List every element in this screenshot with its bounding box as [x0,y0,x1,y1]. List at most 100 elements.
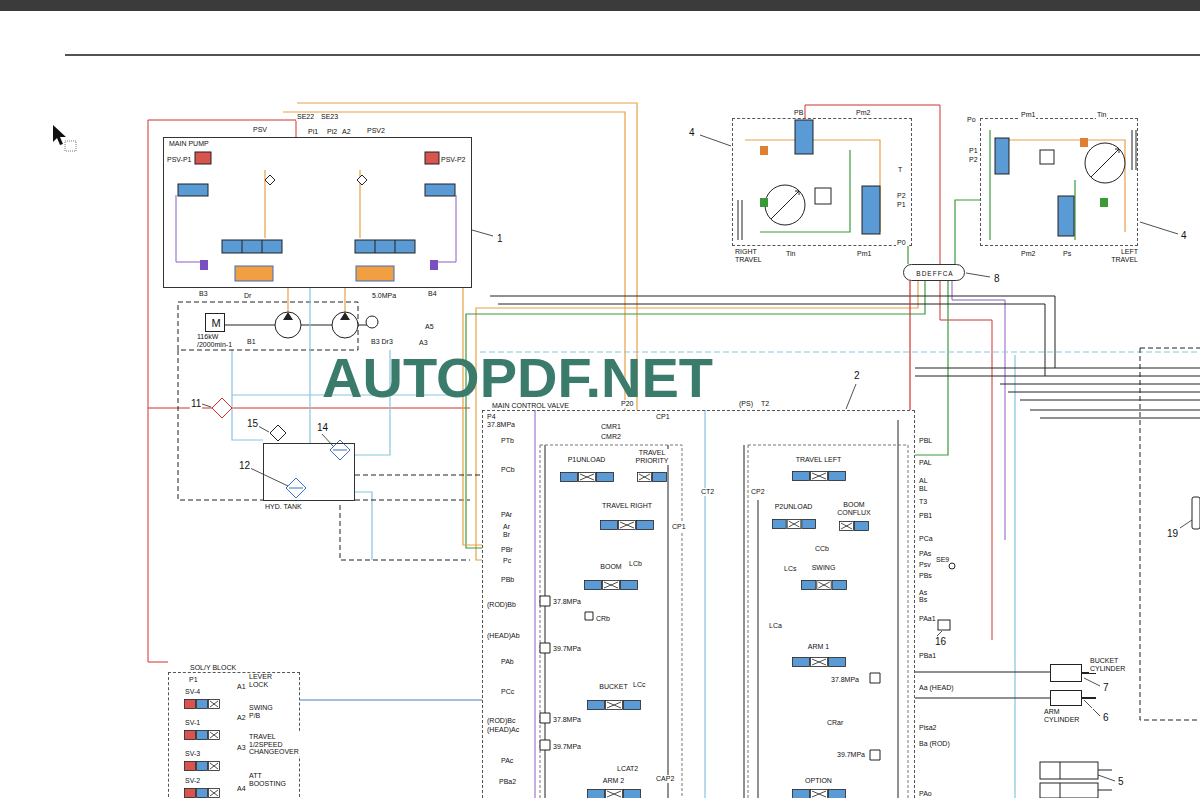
component-label: BOOM [599,563,622,571]
label-anchor: 37.8MPa [830,676,860,684]
label-anchor: Pisa2 [918,724,938,732]
text-anchor: M [210,317,221,330]
port-label: LEVER LOCK [248,673,276,688]
callout-number: 7 [1102,682,1110,693]
port-label: PSV [252,126,268,134]
label-anchor: 19 [1166,528,1179,539]
control-valve-symbol [425,184,455,196]
label-anchor: PAb [500,658,515,666]
text-anchor: TRAVEL RIGHT [601,502,653,510]
port-label: PAs [918,550,932,558]
port-label: P4 [486,413,497,421]
label-anchor: Pi2 [326,128,338,136]
text-anchor: BDEFFCA [915,270,954,277]
text-anchor: P2UNLOAD [774,503,814,511]
valve-cell [792,472,809,481]
port-label: PCb [500,466,516,474]
watermark: AUTOPDF.NET [322,350,713,406]
label-anchor: 4 [688,127,696,138]
text-anchor: ARM CYLINDER [1043,708,1093,724]
valve-cell [621,581,638,590]
label-anchor: P4 [486,413,497,421]
check-valve [265,175,367,185]
swivel-joint: BDEFFCA [903,264,965,281]
valve-cell [605,790,622,798]
port-label: P20 [620,400,634,408]
port-label: P1 [968,147,979,155]
component-label: SV-1 [184,719,201,727]
text-anchor: OPTION [804,777,833,785]
label-anchor: P1 [188,676,199,684]
port-label: PBb [500,576,515,584]
spool-symbol [587,700,641,710]
component-label: ARM CYLINDER [1043,708,1093,724]
label-anchor: PAc [500,757,514,765]
label-anchor: PCa [918,535,934,543]
label-anchor: PAr [500,511,513,519]
port-label: LCb [628,560,643,568]
component-label: TRAVEL LEFT [795,456,843,464]
label-anchor: 2 [853,370,861,381]
component-label: RIGHT TRAVEL [734,248,766,264]
port-label: Pm1 [1020,111,1036,119]
label-anchor: PBs [918,572,933,580]
port-label: CMR2 [600,433,622,441]
pilot-line [148,105,992,662]
travel-motor-box: RIGHT TRAVEL [732,118,912,246]
oil-cooler [212,398,232,418]
callout-number: 8 [993,273,1001,284]
port-label: Pc [502,557,512,565]
callout-number: 1 [496,233,504,244]
label-anchor: (ROD)Bc [486,717,516,725]
valve-cell [623,701,640,710]
port-label: LCc [632,681,646,689]
port-label: LCa [768,622,783,630]
solenoid-valve: SV-3 [184,750,230,771]
proportional-valve [195,152,211,164]
hydraulic-line [463,288,482,545]
label-anchor: P0 [896,239,907,247]
label-anchor: Pc [502,557,512,565]
control-valve-housing: P1UNLOADTRAVEL PRIORITY TRAVEL RIGHT BOOM B… [482,410,915,798]
valve-cell [787,520,801,529]
motor-valve [862,186,880,234]
label-anchor: PSV2 [366,127,386,135]
label-anchor: CP1 [655,413,671,421]
port-label: Pisa2 [918,724,938,732]
valve-cell [185,789,196,798]
motor-valve [795,120,813,154]
solenoid-valve: SV-2 [184,777,230,798]
valve-cell [810,658,827,667]
valve-cell [197,789,208,798]
spool-symbol [637,472,667,482]
label-anchor: A2 [341,128,352,136]
port-label: PB [793,109,804,117]
port-label: (HEAD)Ab [486,632,521,640]
label-anchor: AUTOPDF.NET [322,350,713,406]
port-label: LCs [783,565,797,573]
flow-cross [210,732,218,738]
spool-valve: P1UNLOAD [549,456,624,482]
port-label: AL [918,477,929,485]
label-anchor: Tin [785,250,796,258]
port-label: PBr [500,546,514,554]
port-label: Br [502,531,511,539]
label-anchor: Ar [502,523,511,531]
pressure-switch [938,620,950,630]
spool-valve: TRAVEL PRIORITY [629,449,675,482]
callout-number: 6 [1102,712,1110,723]
callout-number: 16 [934,636,947,647]
servo-piston [235,266,273,281]
motor-box: M [205,313,225,332]
component-label: P2UNLOAD [774,503,814,511]
port-label: Ba (ROD) [918,740,951,748]
flow-cross [210,701,218,707]
label-anchor: Psv [918,561,932,569]
flow-cross [788,521,799,527]
spool-symbol [184,788,220,798]
leader-line [202,135,1192,781]
valve-cell [840,522,854,531]
label-anchor: Pm2 [1020,250,1036,258]
flow-cross [818,582,829,588]
brake-valve [815,188,831,204]
